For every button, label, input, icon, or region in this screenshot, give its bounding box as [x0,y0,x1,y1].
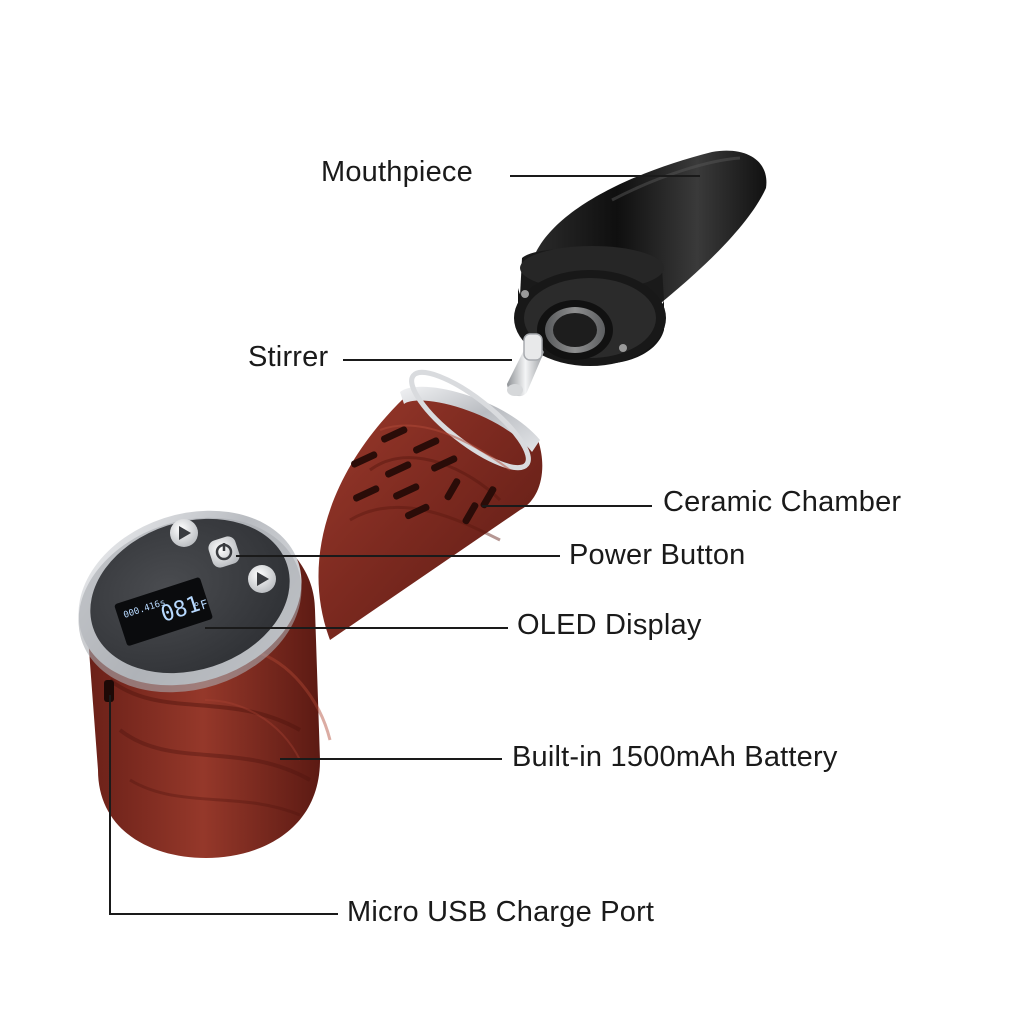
display-unit: °F [192,597,210,615]
ceramic-chamber-part [318,369,543,640]
usb-port-slot [104,680,114,702]
control-panel: 081 °F 000.416s [78,510,302,693]
mouthpiece-part [514,150,767,366]
ceramic-chamber-label: Ceramic Chamber [663,486,902,518]
down-button[interactable] [248,565,276,593]
power-button-label: Power Button [569,539,746,571]
up-button[interactable] [170,519,198,547]
power-button[interactable] [206,534,241,569]
stirrer-label: Stirrer [248,341,329,373]
oled-screen: 081 °F 000.416s [114,577,213,646]
leader-lines [109,175,700,915]
mouthpiece-label: Mouthpiece [321,156,473,188]
oled-display-label: OLED Display [517,609,702,641]
battery-label: Built-in 1500mAh Battery [512,741,838,773]
leader-usb [109,695,338,915]
stirrer-part [507,333,544,397]
usb-port-label: Micro USB Charge Port [347,896,655,928]
